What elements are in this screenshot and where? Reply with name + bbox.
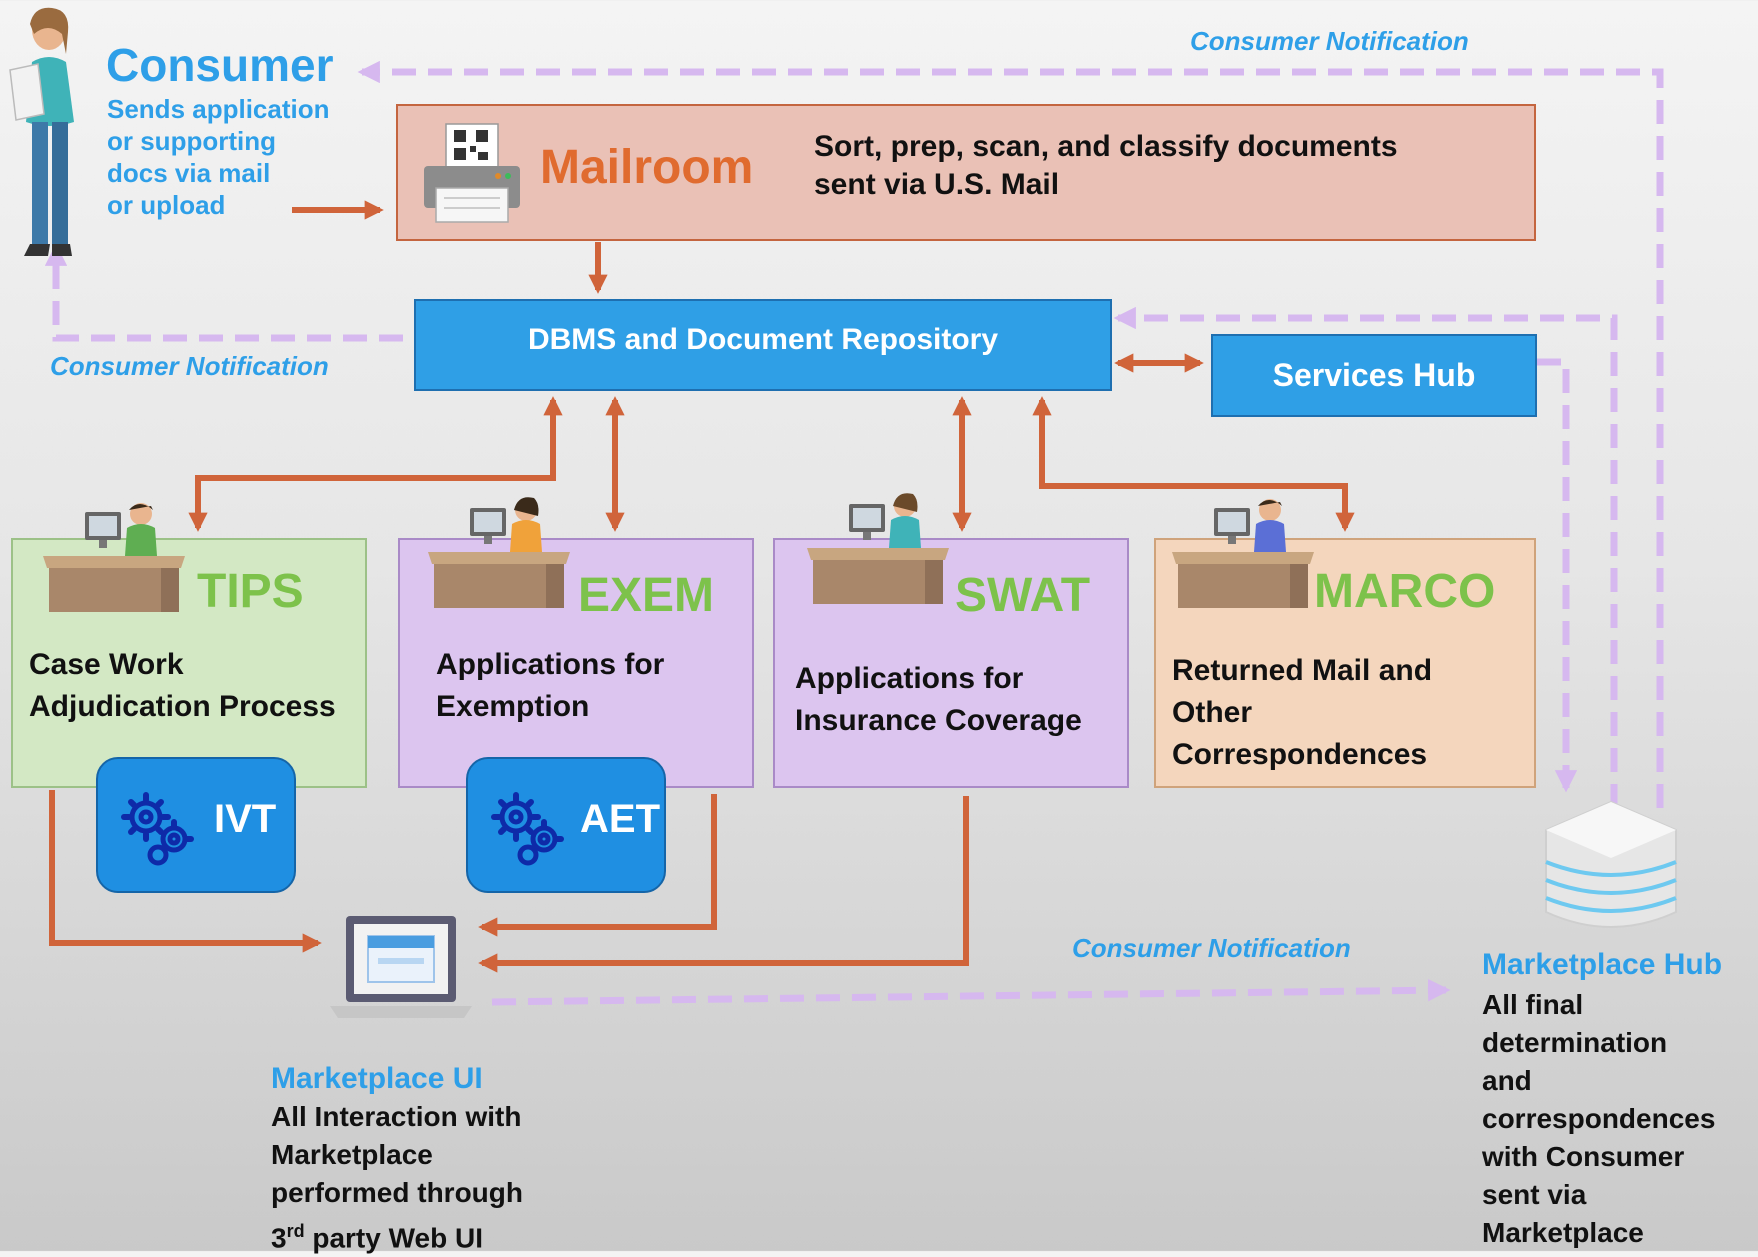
marco-desc-line: Returned Mail and [1172,654,1433,687]
tips-box: TIPS Case Work Adjudication Process [11,503,367,788]
ordinal-number: 3 [271,1222,287,1254]
consumer-notification-top-label: Consumer Notification [1190,26,1469,56]
swat-description: Applications for Insurance Coverage [795,658,1082,742]
gears-icon [491,792,564,866]
marco-desc-line: Other [1172,696,1253,729]
consumer-notification-left-label: Consumer Notification [50,351,329,381]
swat-box: SWAT Applications for Insurance Coverage [773,493,1129,788]
marketplace-hub-desc-line: Marketplace [1482,1217,1644,1248]
desk-worker-icon [807,493,949,604]
dbms-repository-box: DBMS and Document Repository [414,299,1112,391]
arrow-exem-to-ui [478,794,717,937]
tips-desc-line: Case Work [29,648,184,681]
mailroom-title: Mailroom [540,141,754,194]
marketplace-hub-desc-line: and [1482,1065,1532,1096]
server-stack-icon [1545,800,1677,928]
swat-desc-line: Insurance Coverage [795,704,1082,737]
consumer-person-icon [9,7,74,256]
dashed-services-to-hub [1537,358,1578,793]
marketplace-hub-desc-line: with Consumer [1482,1141,1685,1172]
mailroom-box: Mailroom Sort, prep, scan, and classify … [396,104,1536,241]
dashed-hub-to-dbms [1113,306,1618,808]
marco-description: Returned Mail and Other Correspondences [1172,650,1432,776]
marketplace-ui-desc-line: All Interaction with [271,1101,522,1132]
consumer-notification-bottom-label: Consumer Notification [1072,933,1351,963]
mailroom-desc-line: sent via U.S. Mail [814,168,1060,201]
marketplace-hub-description: All final determination and corresponden… [1482,986,1715,1252]
exem-box: EXEM Applications for Exemption [398,497,754,788]
marketplace-ui-title: Marketplace UI [271,1062,483,1095]
tips-title: TIPS [197,565,304,618]
consumer-desc-line: or supporting [107,126,276,156]
desk-worker-icon [1172,499,1314,608]
marketplace-hub-desc-line: sent via [1482,1179,1587,1210]
marketplace-ui-desc-line: 3rd party Web UI [271,1212,523,1257]
exem-desc-line: Exemption [436,690,590,723]
ivt-tool-box: IVT [96,757,296,893]
dbms-label: DBMS and Document Repository [527,323,999,356]
mailroom-desc-line: Sort, prep, scan, and classify documents [814,130,1398,163]
aet-label: AET [580,797,660,841]
gears-icon [121,792,194,866]
arrow-dbms-tips [188,396,563,532]
marketplace-hub-desc-line: correspondences [1482,1103,1716,1134]
arrow-dbms-marco [1032,396,1355,532]
arrow-tips-to-ui [49,790,322,953]
consumer-desc-line: or upload [107,190,226,220]
ordinal-rest: party Web UI [304,1222,483,1254]
dashed-ui-to-hub [491,979,1451,1006]
exem-description: Applications for Exemption [436,644,664,728]
marketplace-ui-description: All Interaction with Marketplace perform… [271,1098,523,1257]
marketplace-ui-desc-line: performed through [271,1177,523,1208]
marketplace-hub-desc-line: determination [1482,1027,1668,1058]
marco-desc-line: Correspondences [1172,738,1428,771]
exem-desc-line: Applications for [436,648,665,681]
laptop-icon [330,916,472,1018]
marketplace-ui-desc-line: Marketplace [271,1139,433,1170]
ivt-label: IVT [214,797,277,841]
printer-scanner-icon [424,123,520,223]
services-hub-label: Services Hub [1272,357,1476,393]
services-hub-box: Services Hub [1211,334,1537,417]
desk-worker-icon [428,497,570,608]
consumer-title: Consumer [106,39,334,91]
arrow-swat-to-ui [478,796,969,973]
marketplace-hub-desc-line: All final [1482,989,1584,1020]
mailroom-description: Sort, prep, scan, and classify documents… [814,128,1398,204]
consumer-desc-line: Sends application [107,94,330,124]
marco-title: MARCO [1314,565,1496,618]
consumer-description: Sends application or supporting docs via… [107,93,330,221]
desk-worker-icon [43,503,185,612]
aet-tool-box: AET [466,757,666,893]
marketplace-hub-title: Marketplace Hub [1482,948,1723,981]
swat-title: SWAT [955,569,1091,622]
tips-description: Case Work Adjudication Process [29,644,336,728]
swat-desc-line: Applications for [795,662,1024,695]
tips-desc-line: Adjudication Process [29,690,336,723]
marco-box: MARCO Returned Mail and Other Correspond… [1154,499,1536,788]
ordinal-suffix: rd [286,1221,305,1241]
dashed-dbms-to-consumer [44,243,403,342]
consumer-desc-line: docs via mail [107,158,271,188]
dashed-hub-to-consumer-top [357,60,1664,808]
exem-title: EXEM [578,569,715,622]
